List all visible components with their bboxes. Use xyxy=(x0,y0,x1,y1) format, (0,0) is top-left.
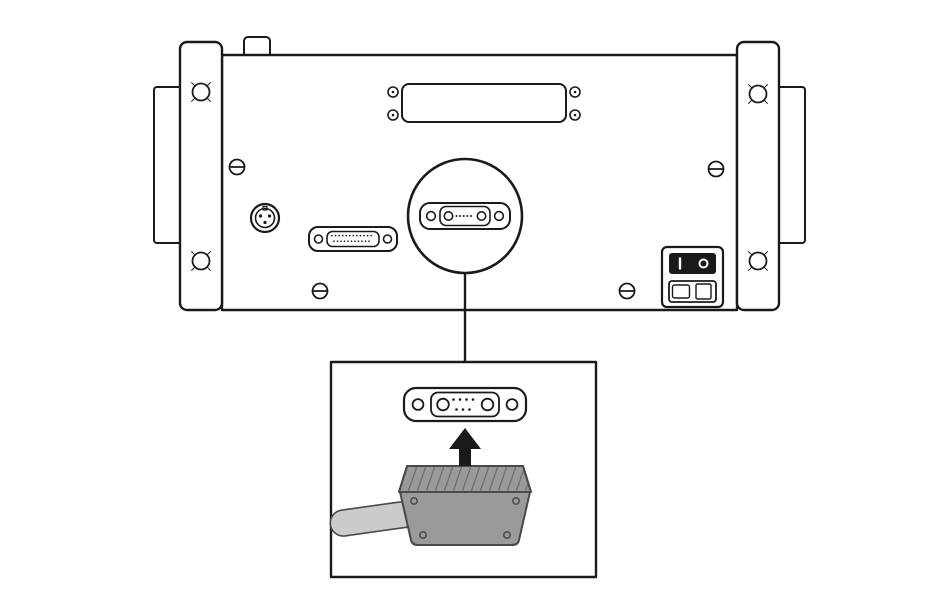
db25-connector xyxy=(308,226,398,252)
bracket-screw-hole xyxy=(747,83,769,105)
connector-mount-screw xyxy=(505,398,519,411)
slotted-screw xyxy=(311,282,329,300)
bracket-screw-hole xyxy=(190,250,212,272)
hood-screw xyxy=(419,531,427,539)
connector-mount-screw xyxy=(313,234,324,244)
round-din-connector xyxy=(249,202,281,234)
inset-detail xyxy=(329,360,598,579)
right-side-handle xyxy=(776,86,806,244)
coax-contact xyxy=(480,397,495,412)
top-slot-plate xyxy=(401,83,567,123)
connector-mount-screw xyxy=(493,210,505,222)
plate-screw xyxy=(569,86,581,98)
plate-screw xyxy=(387,109,399,121)
bracket-screw-hole xyxy=(190,81,212,103)
connector-mount-screw xyxy=(382,234,393,244)
power-rocker-switch xyxy=(669,253,716,274)
coax-contact xyxy=(476,211,487,222)
hood-screw xyxy=(410,497,418,505)
combo-dsub-connector xyxy=(419,202,511,230)
magnifier-callout xyxy=(406,157,524,364)
left-mounting-bracket xyxy=(178,40,224,312)
cable-connector-hood xyxy=(398,465,532,546)
slotted-screw xyxy=(228,158,246,176)
power-off-mark xyxy=(698,258,709,269)
bracket-screw-hole xyxy=(747,250,769,272)
left-side-handle xyxy=(153,86,183,244)
connector-mount-screw xyxy=(425,210,437,222)
fuse-drawer xyxy=(668,280,717,303)
plate-screw xyxy=(569,109,581,121)
strain-relief-ridges xyxy=(399,466,531,492)
plate-screw xyxy=(387,86,399,98)
hood-screw xyxy=(503,531,511,539)
hood-screw xyxy=(512,497,520,505)
coax-contact xyxy=(436,397,450,412)
power-inlet-module xyxy=(660,245,725,309)
slotted-screw xyxy=(618,282,636,300)
connector-mount-screw xyxy=(411,398,425,411)
slotted-screw xyxy=(707,160,725,178)
device-rear-panel xyxy=(153,36,806,364)
coax-contact xyxy=(443,211,454,222)
right-mounting-bracket xyxy=(735,40,781,312)
up-arrow-icon xyxy=(449,428,481,466)
combo-dsub-receptacle xyxy=(402,386,528,423)
